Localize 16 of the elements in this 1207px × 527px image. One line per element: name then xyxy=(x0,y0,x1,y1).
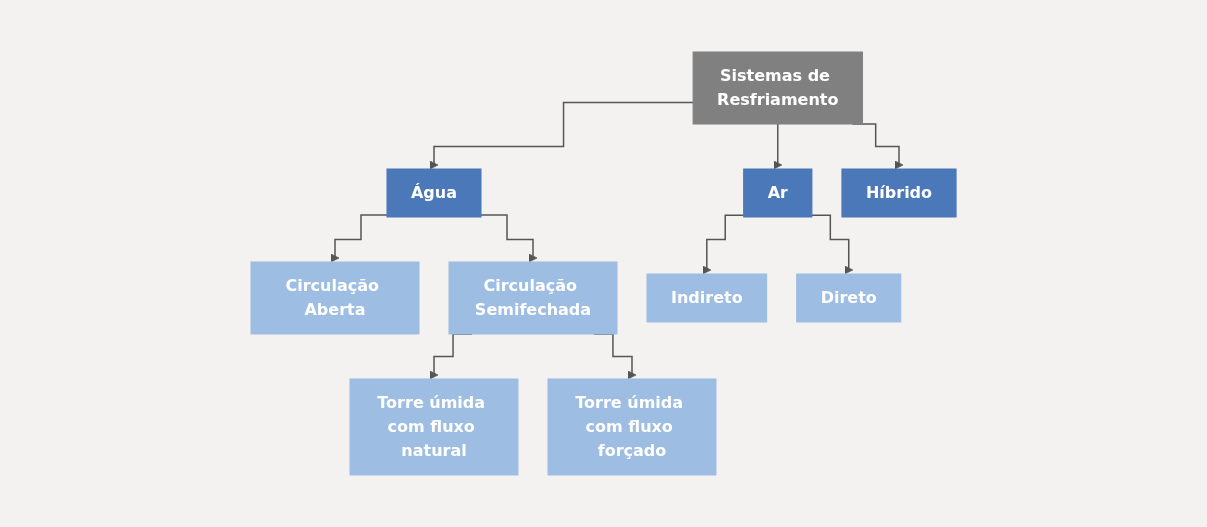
node-box: Direto xyxy=(796,273,902,323)
node-box: Sistemas de Resfriamento xyxy=(692,51,863,125)
arrow xyxy=(429,101,694,170)
node-box: Torre úmida com fluxo forçado xyxy=(547,378,717,476)
node-box: Circulação Aberta xyxy=(250,261,420,335)
node-box: Circulação Semifechada xyxy=(448,261,618,335)
arrow xyxy=(330,214,388,263)
node-box: Indireto xyxy=(646,273,768,323)
node-box: Torre úmida com fluxo natural xyxy=(349,378,519,476)
node-box: Híbrido xyxy=(841,168,957,218)
node-box: Ar xyxy=(743,168,813,218)
arrow xyxy=(773,123,783,170)
arrow xyxy=(480,214,538,263)
arrow xyxy=(702,214,745,275)
arrow xyxy=(811,214,854,275)
node-box: Água xyxy=(386,168,482,218)
